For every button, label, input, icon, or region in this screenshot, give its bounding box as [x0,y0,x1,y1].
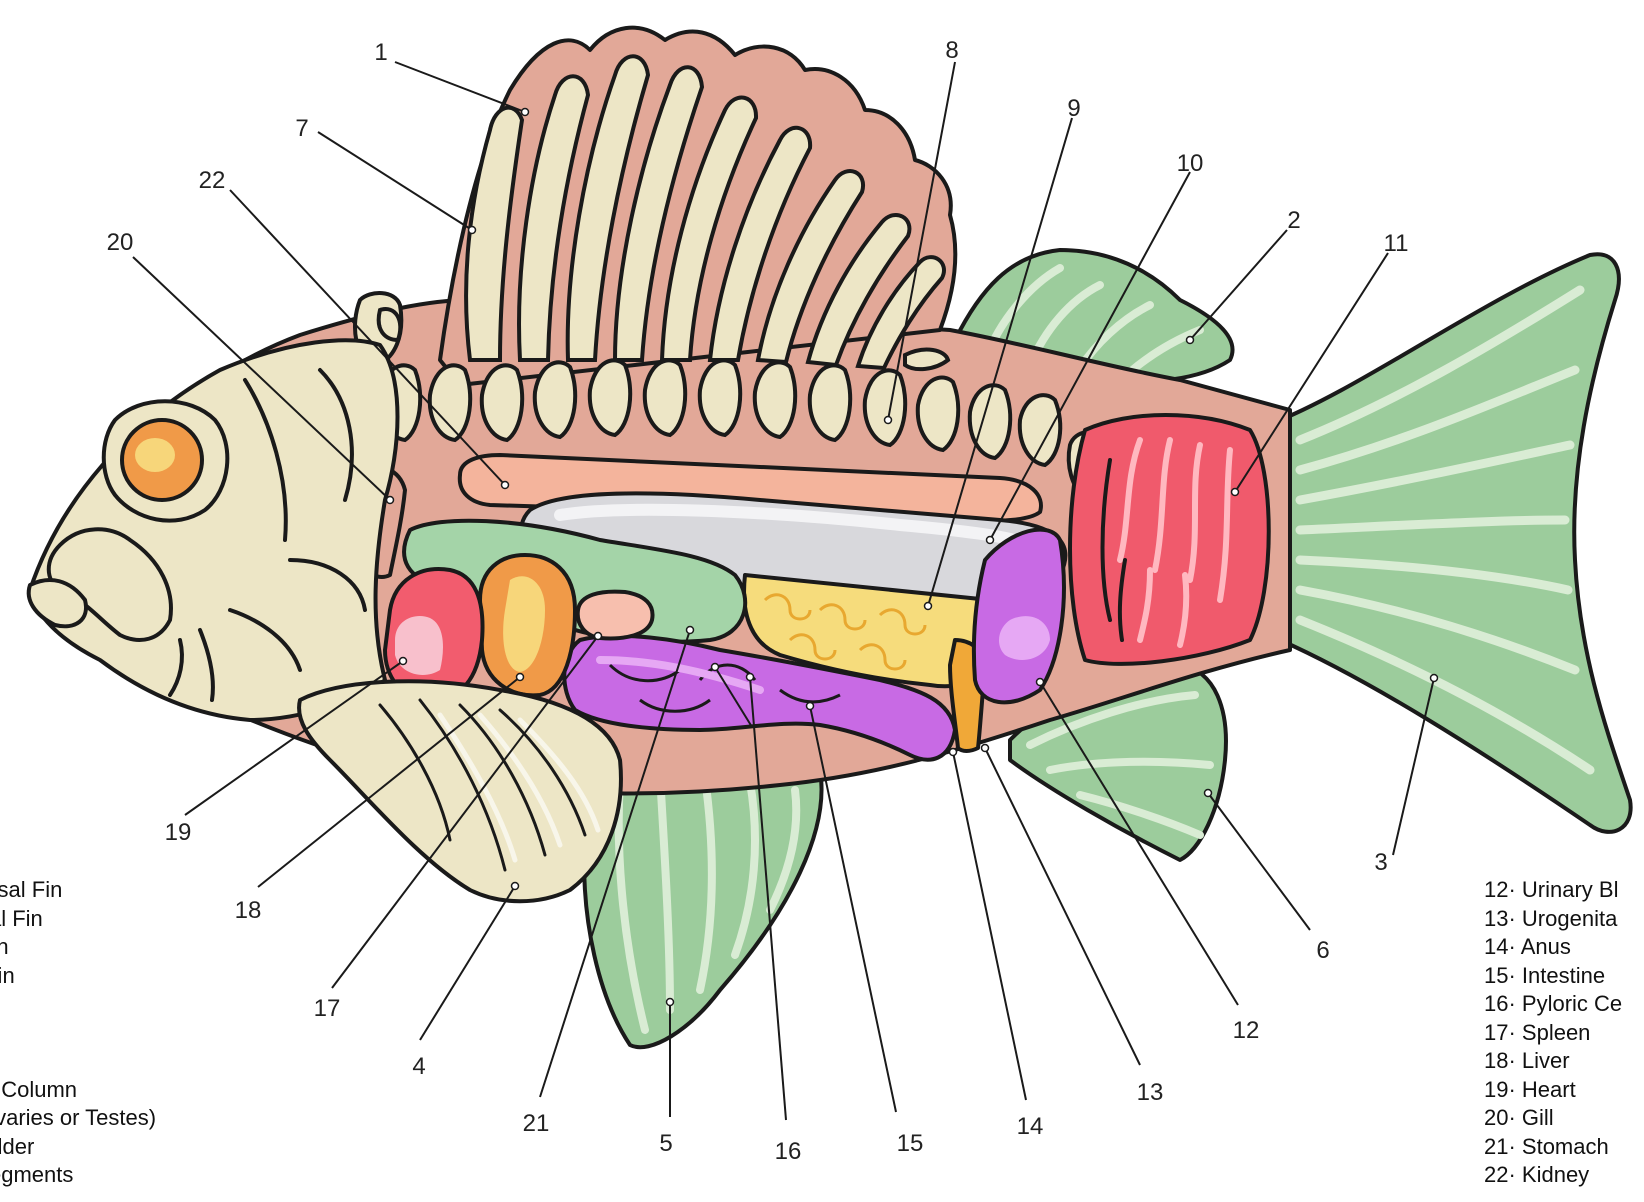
legend-item: 14· Anus [1484,933,1622,962]
legend-item: Fin [0,962,156,991]
legend-item: 22· Kidney [1484,1161,1622,1190]
callout-18: 18 [235,897,262,924]
legend-item [0,1019,156,1048]
callout-7: 7 [295,115,308,142]
callout-8: 8 [945,37,958,64]
head [29,340,398,720]
callout-14: 14 [1017,1113,1044,1140]
callout-15: 15 [897,1130,924,1157]
callout-1: 1 [374,39,387,66]
legend-right: 12· Urinary Bl 13· Urogenita 14· Anus 15… [1484,876,1622,1190]
legend-item: 19· Heart [1484,1076,1622,1105]
callout-22: 22 [199,167,226,194]
legend-left: orsal Fin sal Fin Fin Fin in al Column O… [0,876,156,1190]
legend-item: al Column [0,1076,156,1105]
callout-6: 6 [1316,937,1329,964]
spiny-dorsal-fin [440,28,955,385]
callout-5: 5 [659,1130,672,1157]
legend-item: orsal Fin [0,876,156,905]
eye [122,420,202,500]
callout-3: 3 [1374,849,1387,876]
callout-9: 9 [1067,95,1080,122]
callout-12: 12 [1233,1017,1260,1044]
callout-10: 10 [1177,150,1204,177]
callout-16: 16 [775,1138,802,1165]
pectoral-fin [299,681,621,901]
legend-item: 20· Gill [1484,1104,1622,1133]
callout-21: 21 [523,1110,550,1137]
legend-item: sal Fin [0,905,156,934]
callout-17: 17 [314,995,341,1022]
muscle-segments [1070,415,1269,664]
liver [480,555,575,695]
legend-item: in [0,990,156,1019]
legend-item: Ovaries or Testes) [0,1104,156,1133]
tail-fin [1268,254,1631,832]
callout-20: 20 [107,229,134,256]
legend-item: 16· Pyloric Ce [1484,990,1622,1019]
legend-item: adder [0,1133,156,1162]
legend-item: 18· Liver [1484,1047,1622,1076]
legend-item [0,1047,156,1076]
legend-item: segments [0,1161,156,1190]
callout-2: 2 [1287,207,1300,234]
callout-4: 4 [412,1053,425,1080]
legend-item: 12· Urinary Bl [1484,876,1622,905]
legend-item: 17· Spleen [1484,1019,1622,1048]
legend-item: Fin [0,933,156,962]
callout-19: 19 [165,819,192,846]
callout-13: 13 [1137,1079,1164,1106]
legend-item: 15· Intestine [1484,962,1622,991]
legend-item: 21· Stomach [1484,1133,1622,1162]
spleen [578,592,653,639]
legend-item: 13· Urogenita [1484,905,1622,934]
callout-11: 11 [1384,230,1409,257]
